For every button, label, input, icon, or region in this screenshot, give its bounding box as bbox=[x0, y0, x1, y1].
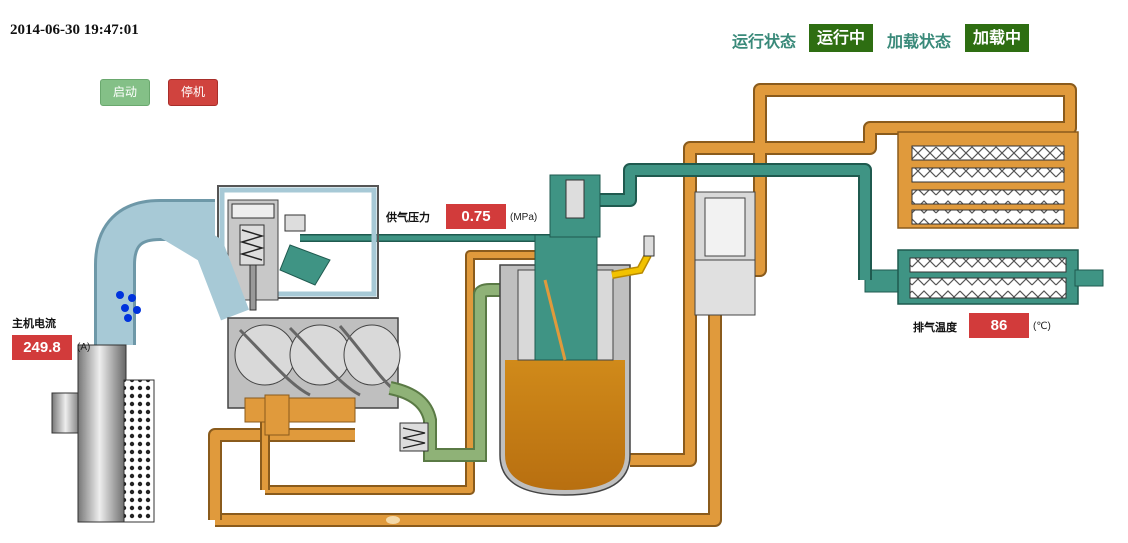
valve-housing bbox=[217, 185, 379, 311]
load-status-label: 加载状态 bbox=[887, 32, 952, 51]
stop-button[interactable]: 停机 bbox=[168, 79, 218, 106]
load-status-badge: 加载中 bbox=[965, 24, 1030, 52]
intake-pipe bbox=[94, 199, 250, 345]
oil-separator-tank bbox=[499, 174, 631, 496]
oil-cooler bbox=[897, 131, 1079, 229]
air-piping bbox=[300, 163, 872, 280]
current-label: 主机电流 bbox=[12, 317, 56, 330]
pressure-value: 0.75 bbox=[446, 204, 506, 229]
start-button[interactable]: 启动 bbox=[100, 79, 150, 106]
flow-indicator bbox=[386, 516, 400, 524]
oil-return-line bbox=[388, 283, 540, 462]
datetime-display: 2014-06-30 19:47:01 bbox=[10, 22, 139, 38]
air-cooler bbox=[864, 249, 1104, 305]
temperature-sensor bbox=[611, 235, 655, 279]
run-status-label: 运行状态 bbox=[732, 32, 797, 51]
oil-filter bbox=[694, 191, 756, 316]
pressure-unit: (MPa) bbox=[510, 212, 538, 223]
screw-rotor bbox=[227, 317, 401, 409]
motor bbox=[51, 344, 155, 523]
temperature-value: 86 bbox=[969, 313, 1029, 338]
pressure-label: 供气压力 bbox=[386, 211, 430, 224]
run-status-badge: 运行中 bbox=[809, 24, 874, 52]
current-unit: (A) bbox=[77, 342, 91, 353]
temperature-unit: (℃) bbox=[1033, 321, 1051, 332]
temperature-label: 排气温度 bbox=[913, 321, 957, 334]
oil-channel bbox=[244, 394, 356, 436]
current-value: 249.8 bbox=[12, 335, 72, 360]
